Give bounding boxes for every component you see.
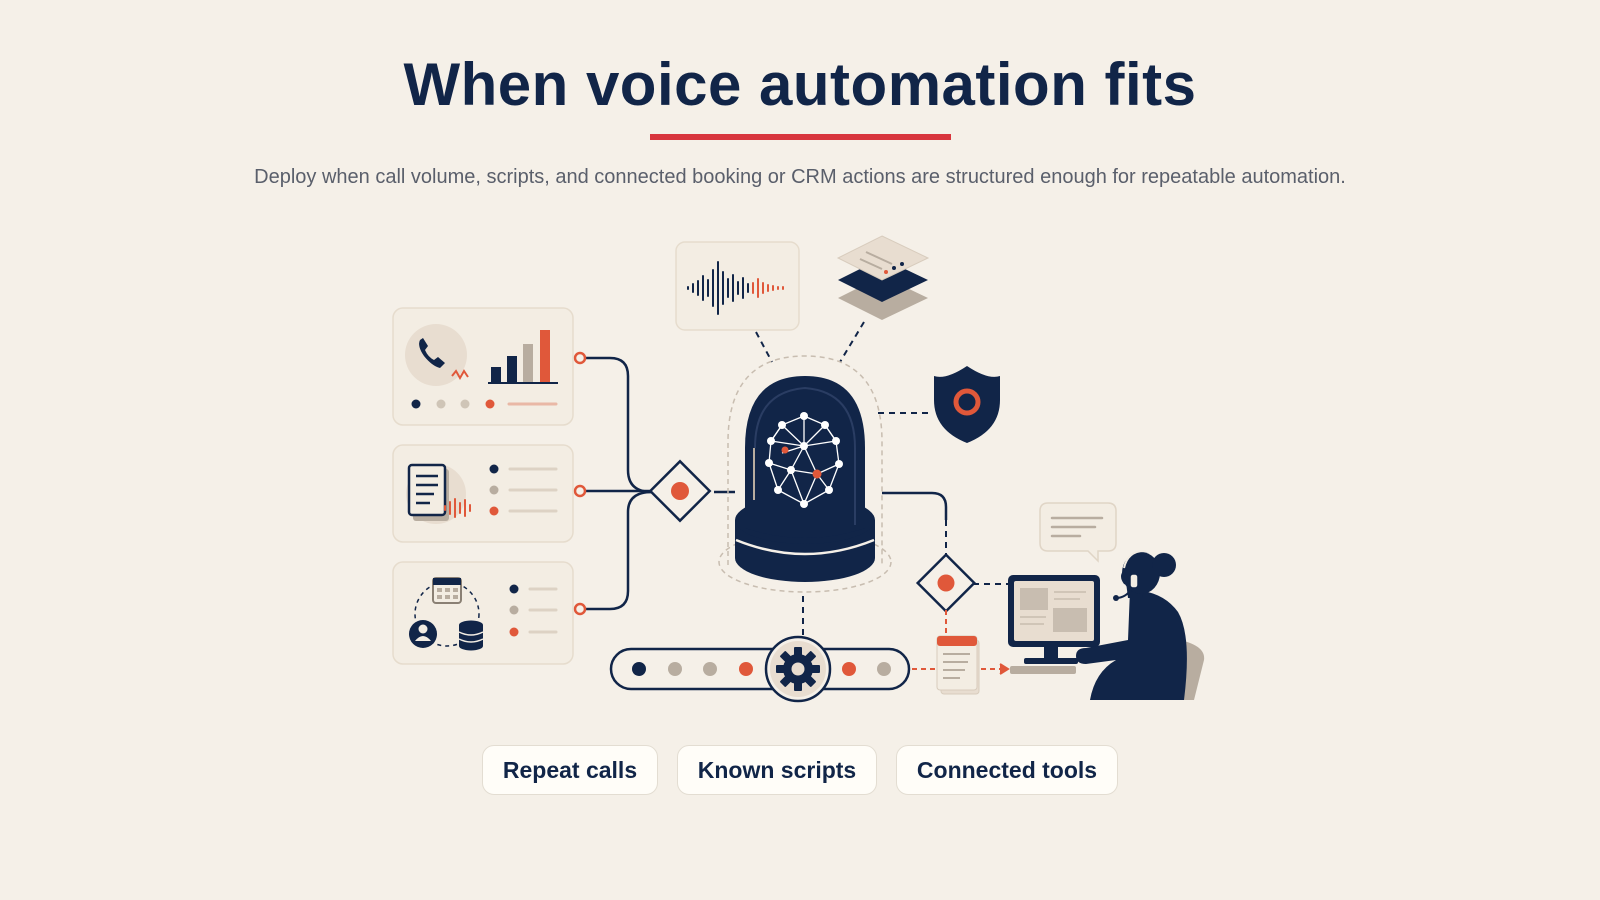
stacked-layers-icon — [836, 235, 930, 320]
pill-label: Connected tools — [916, 756, 1098, 783]
page-title: When voice automation fits — [403, 51, 1197, 118]
document-icon — [406, 463, 466, 524]
page-subtitle: Deploy when call volume, scripts, and co… — [254, 166, 1346, 188]
pill-repeat-calls: Repeat calls — [482, 745, 658, 795]
pill-known-scripts: Known scripts — [677, 745, 877, 795]
pill-connected-tools: Connected tools — [896, 745, 1118, 795]
title-underline — [650, 134, 951, 140]
ticket-icon — [936, 635, 980, 695]
soundwave-icon — [444, 498, 471, 518]
process-pipeline — [609, 635, 911, 703]
calendar-icon — [432, 577, 462, 604]
user-icon — [409, 620, 437, 648]
bar-chart-icon — [488, 330, 558, 384]
ai-brain-dome-icon — [718, 355, 892, 593]
phone-icon — [405, 324, 469, 386]
decision-diamond-right — [915, 552, 977, 614]
left-connectors — [585, 356, 735, 611]
chat-bubble-icon — [1039, 502, 1117, 563]
card-connected-tools — [392, 561, 574, 665]
card-call-volume — [392, 307, 574, 426]
database-icon — [458, 620, 484, 651]
connector-ports — [573, 351, 587, 616]
gear-icon — [764, 635, 832, 703]
pill-label: Known scripts — [697, 756, 857, 783]
decision-diamond-left — [648, 459, 712, 523]
audio-waveform-card — [675, 241, 800, 331]
pill-label: Repeat calls — [502, 756, 638, 783]
card-scripts — [392, 444, 574, 543]
agent-at-computer-icon — [1008, 549, 1205, 700]
shield-icon — [934, 366, 1000, 443]
